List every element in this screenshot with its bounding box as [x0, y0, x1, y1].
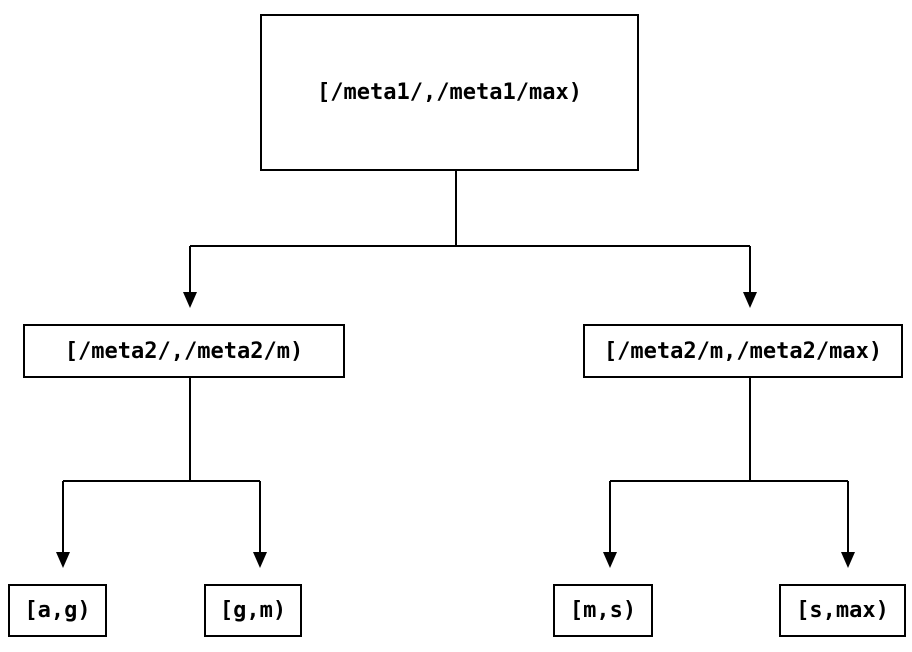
arrow-down-icon [56, 552, 70, 568]
tree-node-leaf-a-g: [a,g) [8, 584, 107, 637]
tree-node-leaf-s-max: [s,max) [779, 584, 906, 637]
arrow-down-icon [743, 292, 757, 308]
tree-node-meta2-low: [/meta2/,/meta2/m) [23, 324, 345, 378]
arrow-down-icon [183, 292, 197, 308]
arrow-down-icon [253, 552, 267, 568]
arrow-down-icon [841, 552, 855, 568]
connector-root-to-meta2 [189, 171, 751, 293]
tree-node-leaf-m-s: [m,s) [553, 584, 653, 637]
connector-meta2high-to-leaves [609, 378, 849, 553]
tree-node-leaf-g-m: [g,m) [204, 584, 302, 637]
arrow-down-icon [603, 552, 617, 568]
tree-node-root: [/meta1/,/meta1/max) [260, 14, 639, 171]
tree-node-meta2-high: [/meta2/m,/meta2/max) [583, 324, 903, 378]
connector-meta2low-to-leaves [62, 378, 261, 553]
